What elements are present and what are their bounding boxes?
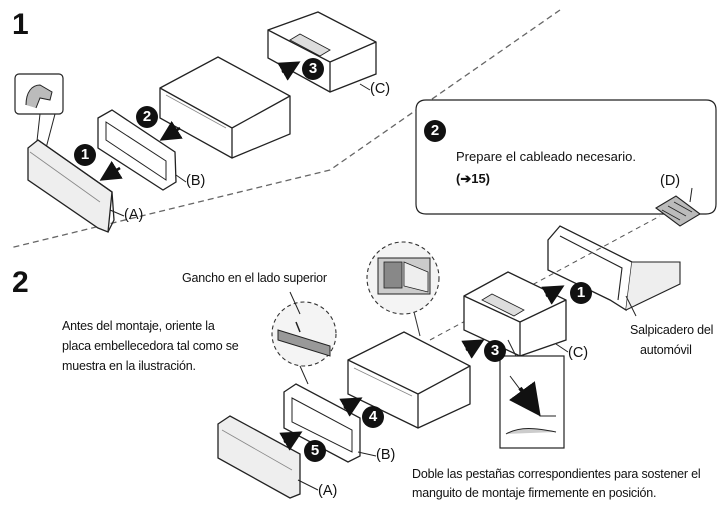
label-c-step2: (C) — [568, 345, 589, 361]
badge-step2-1: 1 — [570, 282, 592, 304]
badge-3: 3 — [302, 58, 324, 80]
trim-plate-b — [97, 109, 177, 191]
connector-d — [655, 187, 701, 227]
faceplate-a-step2 — [217, 415, 301, 499]
label-a-step2: (A) — [318, 483, 338, 499]
badge-step2-4: 4 — [362, 406, 384, 428]
mounting-sleeve-c — [267, 11, 377, 93]
bend-line-2: manguito de montaje firmemente en posici… — [412, 486, 657, 500]
wiring-callout — [415, 99, 717, 215]
trim-plate-b-step2 — [283, 383, 361, 463]
mounting-sleeve-c-step2 — [463, 271, 567, 357]
before-line-3: muestra en la ilustración. — [62, 359, 196, 373]
badge-step2-5: 5 — [304, 440, 326, 462]
badge-2: 2 — [136, 106, 158, 128]
prepare-wiring-text: Prepare el cableado necesario. — [456, 149, 636, 164]
main-unit-body-step2 — [347, 331, 471, 429]
step-number-2: 2 — [12, 266, 29, 299]
dashboard-line-2: automóvil — [640, 343, 692, 357]
before-line-1: Antes del montaje, oriente la — [62, 319, 215, 333]
badge-step2-3: 3 — [484, 340, 506, 362]
badge-1: 1 — [74, 144, 96, 166]
label-c: (C) — [370, 81, 391, 97]
prepare-page-ref: (➔15) — [456, 171, 491, 186]
hook-caption: Gancho en el lado superior — [182, 271, 327, 285]
label-d: (D) — [660, 173, 681, 189]
label-b: (B) — [186, 173, 206, 189]
section-divider — [9, 9, 561, 249]
badge-prepare-2: 2 — [424, 120, 446, 142]
label-a: (A) — [124, 207, 144, 223]
step-number-1: 1 — [12, 8, 29, 41]
tab-bend-detail — [499, 339, 565, 449]
bend-line-1: Doble las pestañas correspondientes para… — [412, 467, 701, 481]
magnified-view-circle — [366, 241, 440, 337]
before-line-2: placa embellecedora tal como se — [62, 339, 239, 353]
hook-detail-circle — [271, 291, 337, 385]
label-b-step2: (B) — [376, 447, 396, 463]
detach-hand-icon — [14, 73, 64, 153]
dashboard-line-1: Salpicadero del — [630, 323, 714, 337]
dashboard-opening — [547, 225, 681, 312]
faceplate-a — [27, 139, 115, 233]
main-unit-body — [159, 56, 291, 159]
